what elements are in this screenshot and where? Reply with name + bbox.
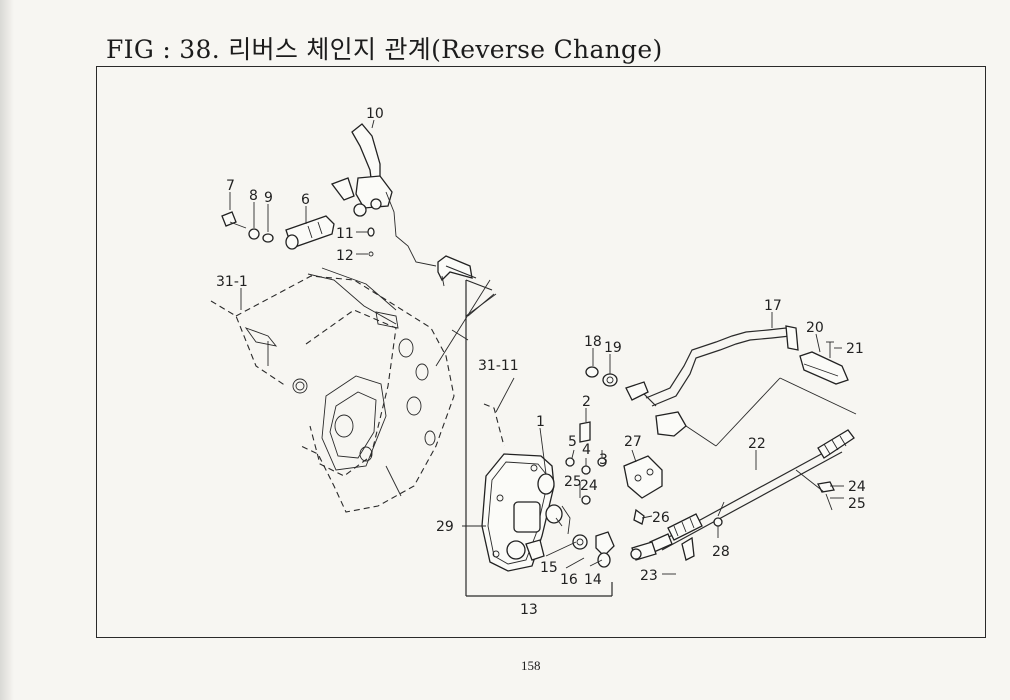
callout-15: 15: [540, 560, 558, 576]
bracket-and-small-parts: [555, 421, 663, 568]
callout-25-upper: 25: [564, 474, 582, 490]
callout-13: 13: [520, 602, 538, 618]
reverse-lever-assembly: [585, 325, 857, 447]
cover-case: [481, 453, 563, 572]
callout-5: 5: [568, 434, 577, 450]
callout-22: 22: [748, 436, 766, 452]
callout-24-right: 24: [848, 479, 866, 495]
callout-31-11: 31-11: [478, 358, 519, 374]
callout-19: 19: [604, 340, 622, 356]
callout-11: 11: [336, 226, 354, 242]
callout-31-1: 31-1: [216, 274, 248, 290]
callout-7: 7: [226, 178, 235, 194]
reverse-cable: [630, 429, 855, 561]
group-bracket-13: [435, 279, 613, 597]
shift-lever-assembly: [221, 123, 493, 596]
callout-leaders: [229, 119, 844, 575]
callout-25-right: 25: [848, 496, 866, 512]
callout-29: 29: [436, 519, 454, 535]
callout-28: 28: [712, 544, 730, 560]
exploded-parts-diagram: 10 7 8 9 6 11 12 31-1 17 20 21 18 19 31-…: [210, 106, 866, 618]
scan-edge: [0, 0, 14, 700]
callout-12: 12: [336, 248, 354, 264]
callout-24-upper: 24: [580, 478, 598, 494]
page-number: 158: [521, 658, 541, 673]
callout-labels: 10 7 8 9 6 11 12 31-1 17 20 21 18 19 31-…: [216, 106, 866, 618]
callout-1: 1: [536, 414, 545, 430]
diagram-frame: [96, 66, 986, 638]
callout-9: 9: [264, 190, 273, 206]
callout-4: 4: [582, 442, 591, 458]
callout-21: 21: [846, 341, 864, 357]
callout-3: 3: [599, 452, 608, 468]
callout-16: 16: [560, 572, 578, 588]
callout-18: 18: [584, 334, 602, 350]
callout-6: 6: [301, 192, 310, 208]
transmission-case: [210, 267, 455, 513]
callout-26: 26: [652, 510, 670, 526]
callout-8: 8: [249, 188, 258, 204]
callout-23: 23: [640, 568, 658, 584]
callout-20: 20: [806, 320, 824, 336]
callout-27: 27: [624, 434, 642, 450]
callout-14: 14: [584, 572, 602, 588]
callout-2: 2: [582, 394, 591, 410]
callout-10: 10: [366, 106, 384, 122]
bolt-31-11: [483, 403, 505, 447]
page-title: FIG : 38. 리버스 체인지 관계(Reverse Change): [106, 35, 663, 64]
callout-17: 17: [764, 298, 782, 314]
